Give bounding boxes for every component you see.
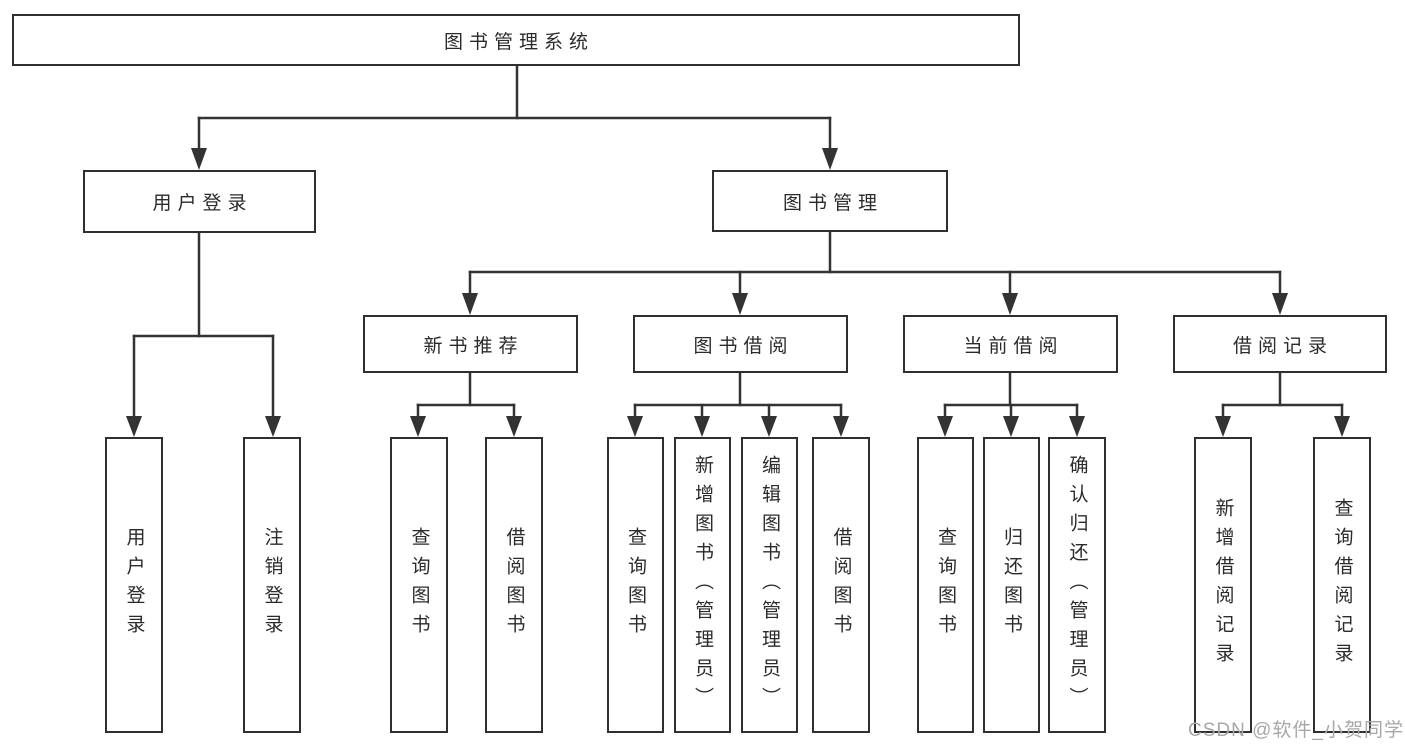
leaf-add-books-admin: 新增图书（管理员） [674,437,731,733]
leaf-logout: 注销登录 [243,437,301,733]
leaf-label: 编辑图书（管理员） [759,454,780,716]
leaf-borrow-books: 借阅图书 [812,437,870,733]
leaf-query-books-current: 查询图书 [917,437,974,733]
leaf-label: 新增图书（管理员） [692,454,713,716]
node-user-login: 用户登录 [83,170,316,233]
leaf-label: 查询借阅记录 [1331,498,1353,672]
leaf-confirm-return-admin: 确认归还（管理员） [1048,437,1106,733]
leaf-edit-books-admin: 编辑图书（管理员） [741,437,798,733]
leaf-query-books-recommend: 查询图书 [390,437,448,733]
leaf-label: 查询图书 [935,527,956,643]
leaf-label: 确认归还（管理员） [1066,454,1088,716]
node-book-borrowing: 图书借阅 [633,315,848,373]
leaf-label: 归还图书 [1001,527,1022,643]
leaf-label: 借阅图书 [503,527,525,643]
arrowhead-icons [126,148,1350,437]
leaf-user-login: 用户登录 [105,437,163,733]
leaf-label: 用户登录 [123,527,145,643]
csdn-watermark: CSDN @软件_小贺同学 [1188,720,1404,741]
node-book-management: 图书管理 [712,170,948,232]
leaf-return-books: 归还图书 [983,437,1040,733]
node-current-borrowing: 当前借阅 [903,315,1118,373]
node-new-book-recommendation: 新书推荐 [363,315,578,373]
node-library-management-system: 图书管理系统 [12,14,1020,66]
leaf-label: 查询图书 [625,527,646,643]
leaf-borrow-books-recommend: 借阅图书 [485,437,543,733]
leaf-label: 新增借阅记录 [1212,498,1234,672]
leaf-label: 注销登录 [261,527,283,643]
leaf-query-books-borrow: 查询图书 [607,437,664,733]
leaf-add-borrow-record: 新增借阅记录 [1194,437,1252,733]
leaf-label: 借阅图书 [830,527,852,643]
node-borrowing-records: 借阅记录 [1173,315,1387,373]
leaf-query-borrow-record: 查询借阅记录 [1313,437,1371,733]
leaf-label: 查询图书 [408,527,430,643]
